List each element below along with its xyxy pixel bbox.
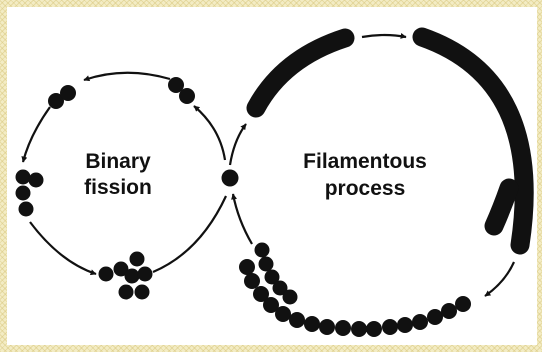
arrow-left-upper-arc — [21, 106, 51, 163]
filamentous-cycle: Filamentous process — [239, 27, 534, 337]
junction-cell — [221, 169, 239, 187]
filament-top-left — [246, 28, 355, 118]
cell-cluster-left — [15, 169, 44, 217]
cell-cluster-bottom — [98, 251, 153, 300]
bead-chain-inner — [254, 242, 298, 305]
binary-fission-cycle: Binary fission — [15, 71, 227, 300]
arrow-left-lower-arc — [29, 221, 97, 276]
arrow-right-upper-arc — [193, 105, 227, 161]
diagram-panel: Binary fission — [7, 7, 537, 345]
cell-pair-top-left — [48, 85, 76, 109]
binary-label-line1: Binary — [85, 150, 151, 173]
arrow-top-arc — [83, 71, 171, 82]
cell-pair-top-right — [168, 77, 195, 104]
arrow-return-arc — [231, 193, 253, 245]
bead-chain-outer — [239, 259, 471, 337]
arrow-right-lower-arc — [484, 261, 516, 297]
filament-branch — [484, 178, 519, 236]
filament-right — [412, 27, 534, 255]
binary-label-line2: fission — [84, 176, 152, 199]
filamentous-label-line1: Filamentous — [303, 150, 427, 173]
arrow-top-filament — [361, 33, 407, 39]
arrow-bottom-right-arc — [152, 195, 227, 274]
arrow-into-filament-arc — [228, 123, 247, 166]
filamentous-label-line2: process — [325, 177, 406, 200]
cell-cycle-diagram: Binary fission — [15, 27, 534, 337]
